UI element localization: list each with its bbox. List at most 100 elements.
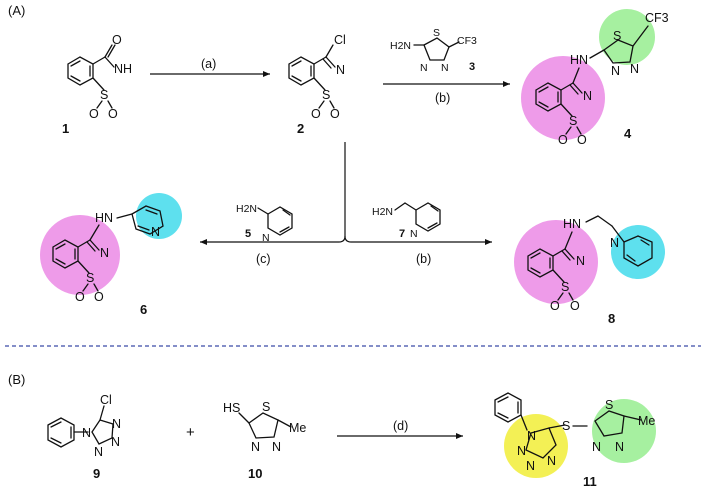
atom-label: O bbox=[330, 107, 340, 121]
atom-label: N bbox=[592, 440, 601, 454]
atom-label: CF3 bbox=[457, 35, 477, 47]
compound-number: 9 bbox=[93, 466, 100, 481]
atom-label: N bbox=[547, 454, 556, 468]
tetrazole-highlight bbox=[504, 414, 568, 478]
atom-label: N bbox=[615, 440, 624, 454]
thiadiazole-highlight bbox=[592, 399, 656, 463]
atom-label: Me bbox=[289, 421, 306, 435]
atom-label: S bbox=[433, 27, 440, 39]
compound-number: 3 bbox=[469, 61, 475, 73]
atom-label: H2N bbox=[390, 40, 411, 52]
pyridine-highlight bbox=[611, 225, 665, 279]
atom-label: N bbox=[410, 228, 418, 240]
atom-label: O bbox=[311, 107, 321, 121]
atom-label: H2N bbox=[236, 203, 257, 215]
atom-label: S bbox=[100, 88, 108, 102]
atom-label: N bbox=[420, 62, 428, 74]
atom-label: N bbox=[100, 246, 109, 260]
reaction-arrow-b-bottom bbox=[344, 235, 492, 245]
atom-label: O bbox=[558, 133, 568, 147]
atom-label: S bbox=[569, 114, 577, 128]
condition-c: (c) bbox=[256, 252, 271, 266]
pyridine-highlight bbox=[136, 193, 182, 239]
thiadiazole-highlight bbox=[599, 9, 655, 65]
atom-label: N bbox=[111, 435, 120, 449]
compound-6: HN N N S O O 6 bbox=[40, 193, 182, 317]
atom-label: N bbox=[272, 440, 281, 454]
condition-b-top: (b) bbox=[435, 91, 450, 105]
atom-label: O bbox=[577, 133, 587, 147]
atom-label: N bbox=[576, 254, 585, 268]
panel-label-a: (A) bbox=[8, 3, 25, 18]
benzisothiazole-highlight bbox=[40, 215, 120, 295]
benzisothiazole-highlight bbox=[514, 220, 598, 304]
atom-label: N bbox=[610, 236, 619, 250]
compound-number: 7 bbox=[399, 228, 405, 240]
compound-number: 8 bbox=[608, 311, 615, 326]
reagent-5: H2N N 5 bbox=[236, 203, 293, 244]
compound-2: Cl N S O O 2 bbox=[288, 33, 346, 136]
atom-label: S bbox=[561, 280, 569, 294]
atom-label: O bbox=[570, 299, 580, 313]
compound-number: 4 bbox=[624, 126, 632, 141]
reagent-3: H2N S N N CF3 3 bbox=[390, 27, 477, 74]
compound-number: 10 bbox=[248, 466, 262, 481]
atom-label: N bbox=[517, 444, 526, 458]
plus-sign: + bbox=[186, 424, 195, 441]
atom-label: N bbox=[611, 64, 620, 78]
atom-label: H2N bbox=[372, 206, 393, 218]
atom-label: S bbox=[605, 398, 613, 412]
atom-label: Me bbox=[638, 414, 655, 428]
reagent-7: H2N N 7 bbox=[372, 202, 441, 240]
compound-9: Cl N N N N 9 bbox=[47, 393, 121, 481]
condition-b-bottom: (b) bbox=[416, 252, 431, 266]
atom-label: O bbox=[75, 290, 85, 304]
atom-label: N bbox=[262, 232, 270, 244]
atom-label: O bbox=[89, 107, 99, 121]
atom-label: CF3 bbox=[645, 11, 669, 25]
atom-label: HN bbox=[570, 53, 588, 67]
compound-8: HN N N S O O 8 bbox=[514, 215, 665, 326]
atom-label: O bbox=[94, 290, 104, 304]
atom-label: S bbox=[86, 271, 94, 285]
compound-1-saccharin: O NH S O O 1 bbox=[62, 33, 132, 136]
compound-number: 1 bbox=[62, 121, 69, 136]
atom-label: O bbox=[550, 299, 560, 313]
atom-label: N bbox=[112, 417, 121, 431]
compound-10: HS S N N Me 10 bbox=[223, 400, 306, 481]
atom-label: S bbox=[562, 419, 570, 433]
atom-label: Cl bbox=[100, 393, 112, 407]
atom-label: N bbox=[583, 89, 592, 103]
atom-label: O bbox=[112, 33, 122, 47]
compound-number: 2 bbox=[297, 121, 304, 136]
compound-11: N N N N S S N N Me 11 bbox=[494, 392, 656, 489]
compound-number: 6 bbox=[140, 302, 147, 317]
compound-4: HN S N N CF3 N S O O 4 bbox=[521, 9, 669, 147]
reaction-arrow-c bbox=[200, 142, 346, 245]
atom-label: N bbox=[441, 62, 449, 74]
condition-d: (d) bbox=[393, 419, 408, 433]
compound-number: 5 bbox=[245, 228, 251, 240]
condition-a: (a) bbox=[201, 57, 216, 71]
atom-label: N bbox=[94, 445, 103, 459]
atom-label: N bbox=[251, 440, 260, 454]
atom-label: N bbox=[336, 63, 345, 77]
atom-label: S bbox=[322, 88, 330, 102]
atom-label: HN bbox=[563, 217, 581, 231]
atom-label: O bbox=[108, 107, 118, 121]
atom-label: N bbox=[526, 459, 535, 473]
atom-label: N bbox=[82, 426, 91, 440]
atom-label: N bbox=[630, 62, 639, 76]
benzisothiazole-highlight bbox=[521, 56, 605, 140]
atom-label: NH bbox=[114, 62, 132, 76]
atom-label: HS bbox=[223, 401, 240, 415]
panel-label-b: (B) bbox=[8, 372, 25, 387]
atom-label: S bbox=[262, 400, 270, 414]
atom-label: S bbox=[613, 29, 621, 43]
atom-label: Cl bbox=[334, 33, 346, 47]
atom-label: N bbox=[527, 429, 536, 443]
compound-number: 11 bbox=[583, 474, 597, 489]
atom-label: HN bbox=[95, 211, 113, 225]
atom-label: N bbox=[151, 225, 160, 239]
